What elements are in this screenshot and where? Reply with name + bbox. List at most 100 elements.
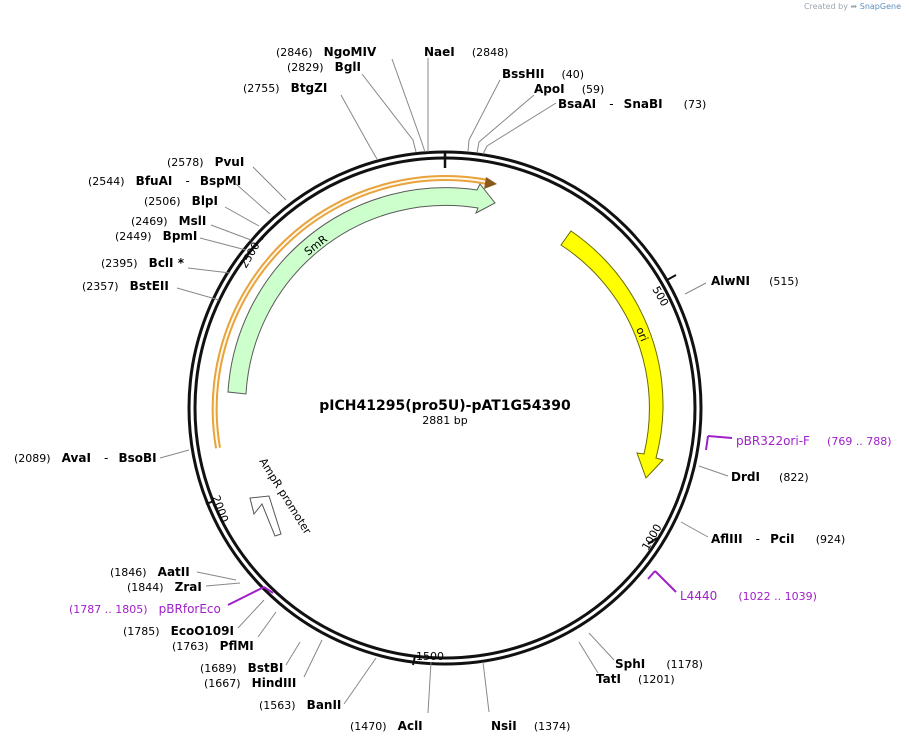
enzyme-site-bcli[interactable]: (2395) BclI *: [101, 252, 185, 271]
leader-afliii: [680, 521, 709, 538]
tick-1000: [647, 537, 658, 545]
enzyme-site-sphi[interactable]: SphI (1178): [615, 653, 703, 672]
primer-site-pbr322ori-f[interactable]: pBR322ori-F (769 .. 788): [736, 430, 892, 449]
enzyme-pos: (515): [769, 275, 799, 288]
enzyme-site-blpi[interactable]: (2506) BlpI: [144, 190, 218, 209]
enzyme-name-2: BspMI: [200, 174, 241, 188]
enzyme-name: ZraI: [175, 580, 202, 594]
smr-outline-core: [213, 177, 489, 449]
tick-label-2000: 2000: [209, 494, 231, 525]
enzyme-name: AvaI: [62, 451, 91, 465]
enzyme-name: SphI: [615, 657, 645, 671]
snapgene-credit: Created by ➦ SnapGene: [804, 2, 901, 11]
enzyme-name: BpmI: [163, 229, 198, 243]
primer-site-l4440[interactable]: L4440 (1022 .. 1039): [680, 585, 817, 604]
leader-bpmi: [199, 237, 247, 251]
enzyme-pos: (924): [816, 533, 846, 546]
enzyme-separator: -: [756, 532, 760, 546]
enzyme-site-hindiii[interactable]: (1667) HindIII: [204, 672, 296, 691]
primer-site-pbrforeco[interactable]: (1787 .. 1805) pBRforEco: [69, 598, 221, 617]
enzyme-pos: (2846): [276, 46, 313, 59]
tick-label-1500: 1500: [416, 650, 444, 663]
enzyme-separator: -: [104, 451, 108, 465]
plasmid-length: 2881 bp: [422, 414, 467, 427]
enzyme-pos: (1846): [110, 566, 147, 579]
primer-pos: (1787 .. 1805): [69, 603, 148, 616]
enzyme-separator: -: [609, 97, 613, 111]
ori-label: ori: [633, 325, 650, 343]
enzyme-site-naei[interactable]: NaeI (2848): [424, 41, 508, 60]
enzyme-site-avai-bsobi[interactable]: (2089) AvaI - BsoBI: [14, 447, 157, 466]
enzyme-name: ApoI: [534, 82, 565, 96]
enzyme-site-pvui[interactable]: (2578) PvuI: [167, 151, 244, 170]
enzyme-name: PvuI: [215, 155, 245, 169]
enzyme-site-bpmi[interactable]: (2449) BpmI: [115, 225, 197, 244]
smr-feature-arrow: [227, 183, 496, 395]
enzyme-pos: (2848): [472, 46, 509, 59]
smr-outline-arrowhead: [484, 177, 497, 189]
leader-drdi: [698, 465, 729, 477]
enzyme-name-2: SnaBI: [624, 97, 663, 111]
enzyme-name: EcoO109I: [171, 624, 234, 638]
enzyme-name: BstBI: [248, 661, 284, 675]
tick-1500: [412, 655, 416, 666]
enzyme-site-tati[interactable]: TatI (1201): [596, 668, 675, 687]
enzyme-site-bsteii[interactable]: (2357) BstEII: [82, 275, 169, 294]
enzyme-name: MslI: [179, 214, 207, 228]
leader-blpi: [224, 206, 260, 227]
enzyme-pos: (1201): [638, 673, 675, 686]
enzyme-pos: (59): [582, 83, 605, 96]
enzyme-pos: (1563): [259, 699, 296, 712]
enzyme-name: NgoMIV: [324, 45, 377, 59]
leader-aatii: [196, 571, 237, 581]
ampr-promoter-arrow: [249, 495, 282, 537]
enzyme-site-bstbi[interactable]: (1689) BstBI: [200, 657, 283, 676]
enzyme-site-drdi[interactable]: DrdI (822): [731, 466, 809, 485]
primer-mark-pbrforeco: [227, 586, 274, 606]
enzyme-site-bfuai-bspmi[interactable]: (2544) BfuAI - BspMI: [88, 170, 241, 189]
enzyme-site-aatii[interactable]: (1846) AatII: [110, 561, 190, 580]
leader-apoi: [476, 94, 535, 154]
primer-name: pBRforEco: [159, 602, 221, 616]
enzyme-site-afliii-pcii[interactable]: AflIII - PciI (924): [711, 528, 845, 547]
enzyme-site-apoi[interactable]: ApoI (59): [534, 78, 604, 97]
enzyme-name: TatI: [596, 672, 621, 686]
enzyme-name: BtgZI: [291, 81, 328, 95]
enzyme-site-btgzi[interactable]: (2755) BtgZI: [243, 77, 327, 96]
leader-nsii: [482, 661, 490, 713]
enzyme-pos: (1844): [127, 581, 164, 594]
credit-brand: SnapGene: [859, 2, 901, 11]
enzyme-name-2: BsoBI: [118, 451, 156, 465]
enzyme-name: BlpI: [192, 194, 218, 208]
primer-labels: pBR322ori-F (769 .. 788) L4440 (1022 .. …: [69, 430, 892, 617]
enzyme-site-msli[interactable]: (2469) MslI: [131, 210, 206, 229]
enzyme-pos: (1178): [666, 658, 703, 671]
enzyme-site-acli[interactable]: (1470) AclI: [350, 715, 423, 734]
enzyme-site-banii[interactable]: (1563) BanII: [259, 694, 341, 713]
primer-mark-l4440: [647, 570, 677, 593]
enzyme-pos: (2544): [88, 175, 125, 188]
leader-tati: [578, 641, 599, 674]
enzyme-site-ecoo109i[interactable]: (1785) EcoO109I: [123, 620, 234, 639]
tick-500: [666, 274, 677, 281]
enzyme-name: DrdI: [731, 470, 760, 484]
enzyme-site-pflmi[interactable]: (1763) PflMI: [172, 635, 254, 654]
enzyme-site-ngomiv[interactable]: (2846) NgoMIV: [276, 41, 377, 60]
enzyme-pos: (2449): [115, 230, 152, 243]
enzyme-name: HindIII: [252, 676, 297, 690]
leader-bsaai: [482, 102, 557, 155]
leader-bfuai: [235, 183, 271, 215]
enzyme-site-bsaai-snabi[interactable]: BsaAI - SnaBI (73): [558, 93, 706, 112]
tick-2000: [205, 500, 215, 505]
credit-prefix: Created by: [803, 2, 848, 11]
enzyme-site-bsshii[interactable]: BssHII (40): [502, 63, 584, 82]
enzyme-site-zrai[interactable]: (1844) ZraI: [127, 576, 202, 595]
enzyme-name: BstEII: [130, 279, 169, 293]
enzyme-site-alwni[interactable]: AlwNI (515): [711, 270, 799, 289]
enzyme-site-nsii[interactable]: NsiI (1374): [491, 715, 570, 734]
enzyme-name: BfuAI: [136, 174, 173, 188]
enzyme-site-bgli[interactable]: (2829) BglI: [287, 56, 361, 75]
enzyme-name: AlwNI: [711, 274, 750, 288]
enzyme-name: NaeI: [424, 45, 455, 59]
